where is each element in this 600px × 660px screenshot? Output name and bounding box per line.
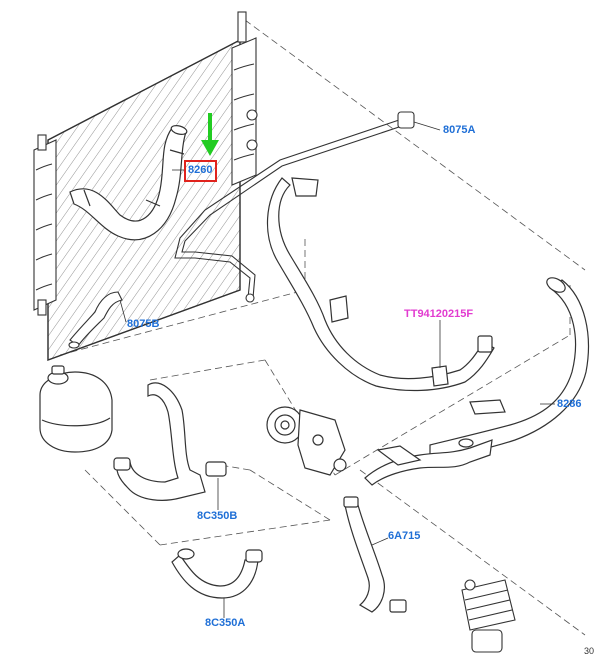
hose-lower-right [364, 438, 493, 486]
callout-6a715: 6A715 [388, 530, 421, 542]
highlight-box-8260 [184, 160, 217, 182]
callout-tt94120215f: TT94120215F [404, 308, 474, 320]
callout-8c350a: 8C350A [205, 617, 246, 629]
tube-8075a [174, 111, 415, 303]
oil-cooler [461, 579, 516, 653]
hose-8c350a [171, 548, 263, 599]
water-pump [266, 406, 347, 476]
hose-8286 [429, 277, 589, 461]
hose-8c350b [113, 382, 227, 501]
leader-lines [119, 121, 555, 618]
hose-6a715 [343, 496, 407, 613]
green-arrow-icon [201, 113, 219, 156]
callout-8075b: 8075B [127, 318, 160, 330]
callout-8c350b: 8C350B [197, 510, 238, 522]
hose-8075b [68, 291, 123, 349]
coolant-reservoir [39, 365, 113, 453]
page-number: 30 [584, 646, 595, 656]
hose-8260 [69, 125, 188, 241]
callout-8075a: 8075A [443, 124, 476, 136]
callout-8260: 8260 [188, 164, 213, 176]
radiator [33, 11, 258, 362]
dashed-guide-lines [59, 19, 586, 636]
callout-8286: 8286 [557, 398, 582, 410]
hose-tt94120215f [267, 177, 495, 392]
